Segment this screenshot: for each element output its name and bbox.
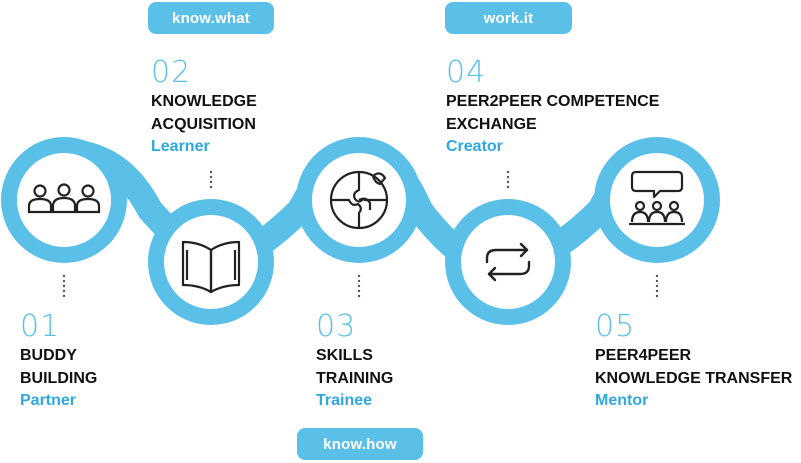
step-role: Partner: [20, 392, 77, 409]
step-title-line-2: BUILDING: [20, 370, 98, 387]
leader-01: [62, 274, 66, 298]
step-title-line-2: TRAINING: [316, 370, 394, 387]
step-role: Trainee: [316, 392, 373, 409]
step-title-line-2: EXCHANGE: [446, 116, 537, 133]
step-number: 03: [316, 309, 357, 344]
dotted-leaders: [62, 170, 659, 298]
badge-work-it: work.it: [445, 2, 572, 34]
leader-02: [209, 170, 213, 189]
step-title-line-1: PEER4PEER: [595, 347, 692, 364]
step-role: Creator: [446, 138, 503, 155]
step-01: 01 BUDDY BUILDING Partner: [20, 312, 97, 412]
step-number: 01: [20, 309, 61, 344]
step-title-line-1: KNOWLEDGE: [151, 93, 257, 110]
circle-04: [445, 199, 571, 325]
step-title-line-2: ACQUISITION: [151, 116, 256, 133]
step-05: 05 PEER4PEER KNOWLEDGE TRANSFER Mentor: [595, 312, 792, 412]
group-of-people-icon: [27, 183, 101, 214]
leader-05: [655, 274, 659, 298]
circle-01: [1, 137, 127, 263]
step-number: 05: [595, 309, 636, 344]
step-04: 04 PEER2PEER COMPETENCE EXCHANGE Creator: [446, 58, 659, 158]
step-title-line-2: KNOWLEDGE TRANSFER: [595, 370, 793, 387]
step-title-line-1: BUDDY: [20, 347, 77, 364]
step-title-line-1: SKILLS: [316, 347, 373, 364]
badge-know-what: know.what: [148, 2, 274, 34]
step-role: Mentor: [595, 392, 649, 409]
step-03: 03 SKILLS TRAINING Trainee: [316, 312, 393, 412]
step-02: 02 KNOWLEDGE ACQUISITION Learner: [151, 58, 257, 158]
mentor-speech-icon: [629, 170, 685, 226]
badge-know-how: know.how: [297, 428, 423, 460]
leader-03: [357, 274, 361, 298]
open-book-icon: [181, 240, 241, 294]
step-role: Learner: [151, 138, 210, 155]
puzzle-icon: [329, 170, 389, 230]
exchange-arrows-icon: [485, 242, 531, 282]
leader-04: [506, 170, 510, 189]
step-number: 02: [151, 55, 192, 90]
step-number: 04: [446, 55, 487, 90]
step-title-line-1: PEER2PEER COMPETENCE: [446, 93, 660, 110]
